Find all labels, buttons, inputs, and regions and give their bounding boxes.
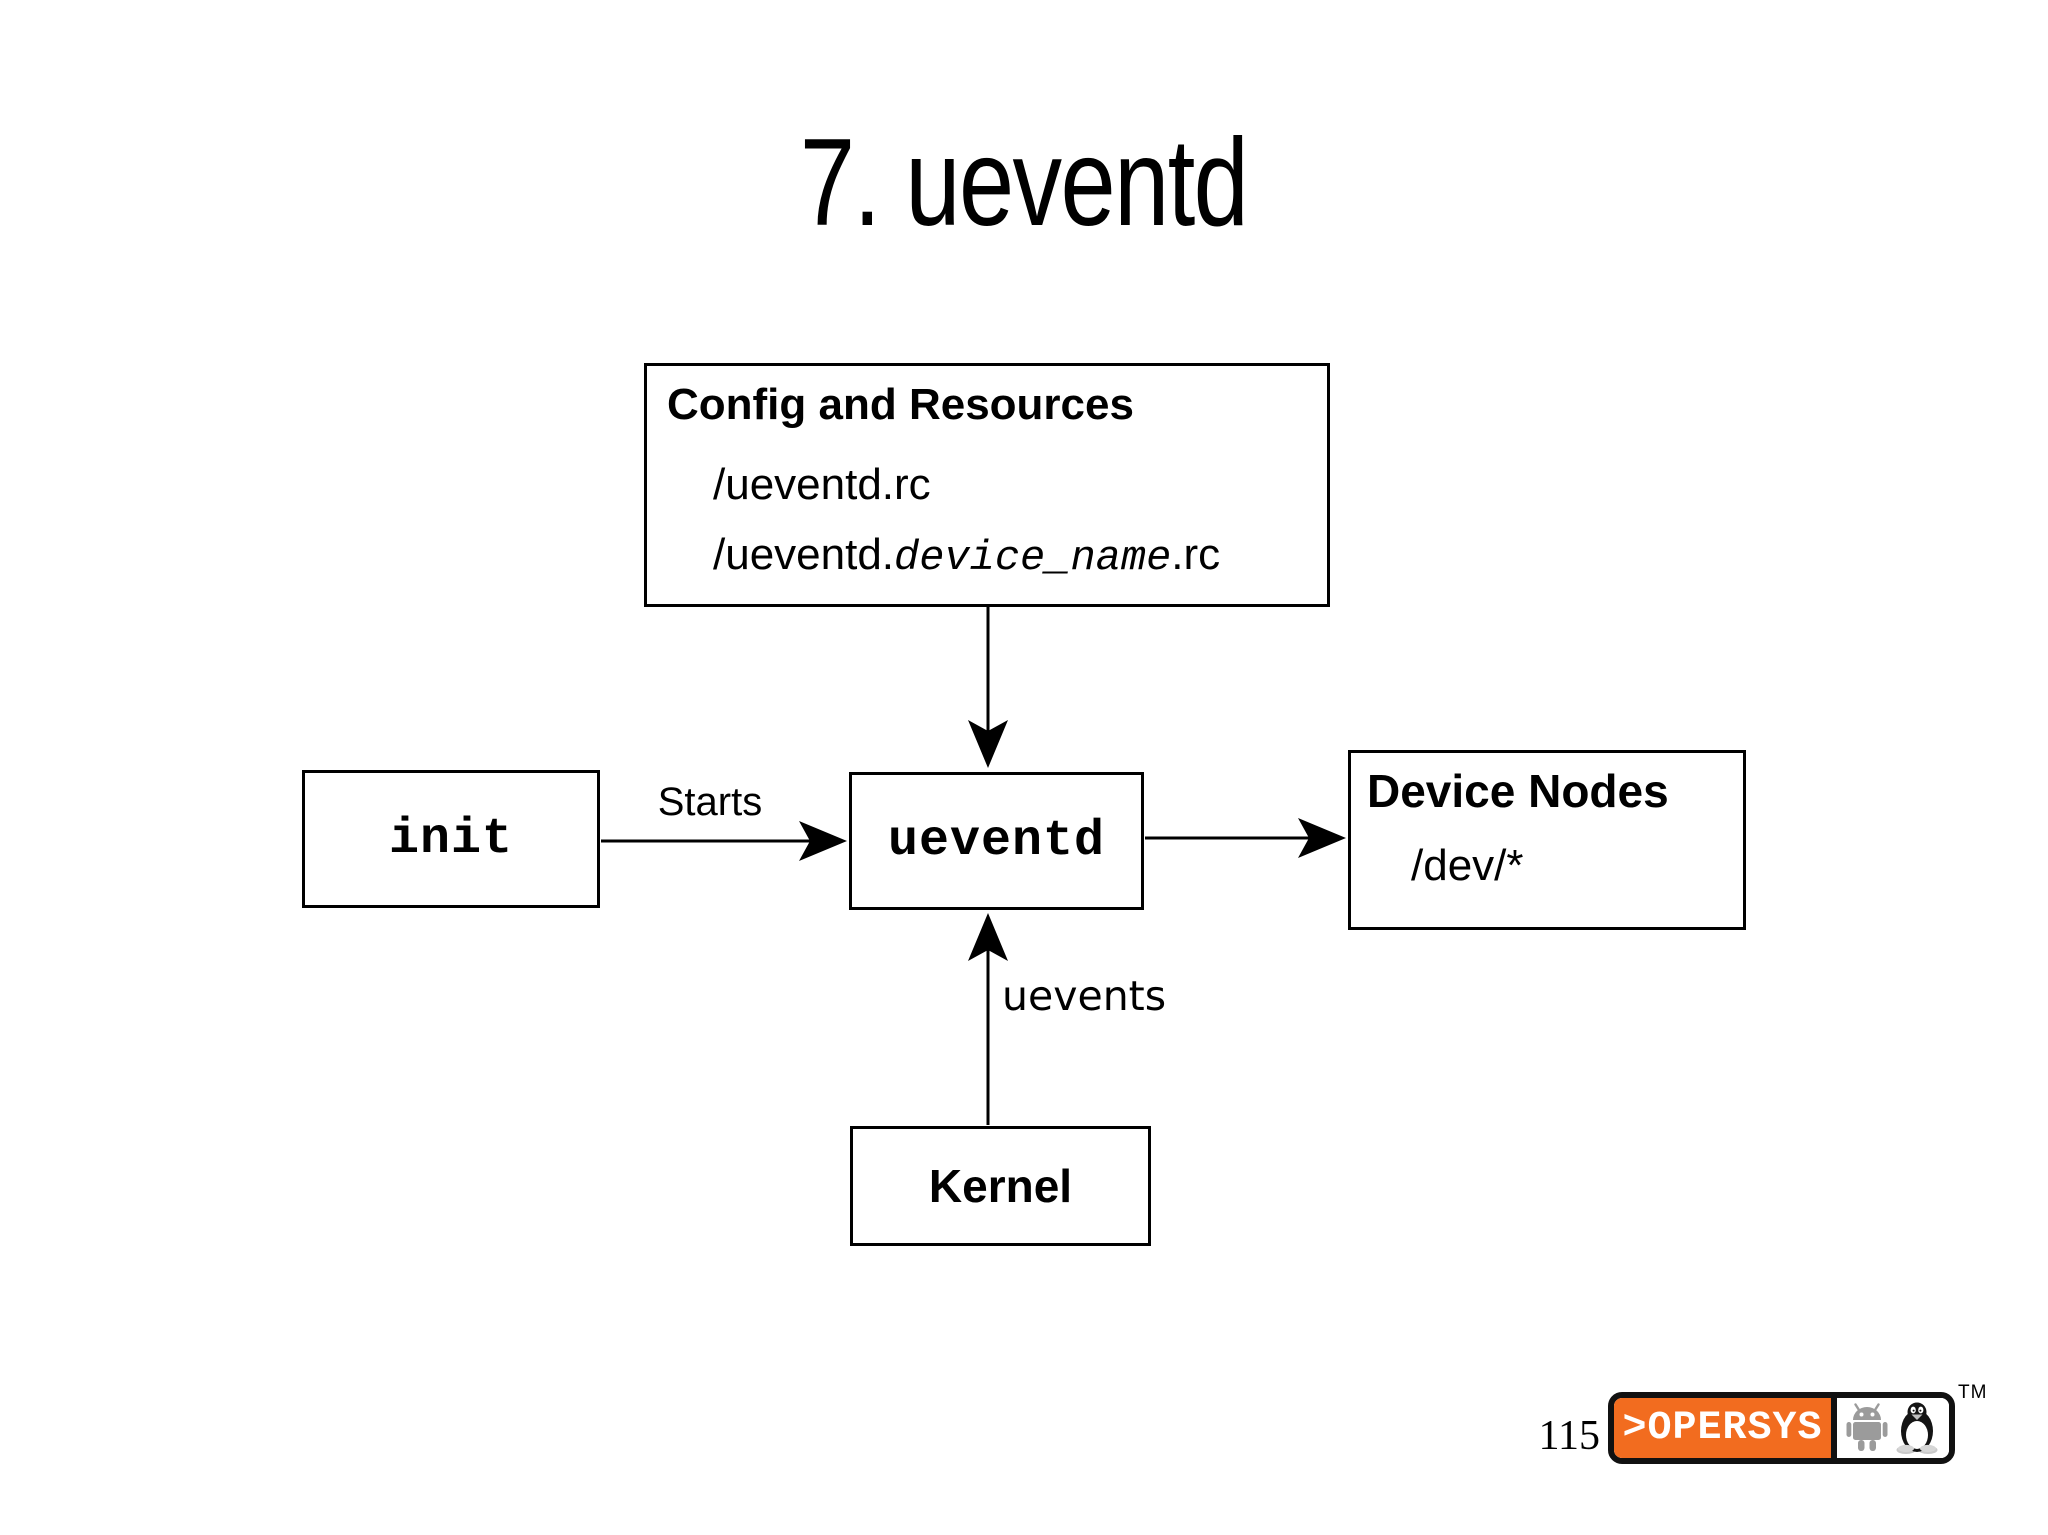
config-resources-heading: Config and Resources	[667, 380, 1134, 429]
tux-icon	[1896, 1402, 1938, 1454]
page-number: 115	[1538, 1413, 1600, 1459]
path-suffix: .rc	[1171, 529, 1221, 579]
dev-path: /dev/*	[1411, 840, 1524, 890]
path-prefix: /ueventd.	[713, 529, 895, 579]
ueventd-label: ueventd	[887, 812, 1106, 870]
opersys-logo-icons-panel	[1837, 1398, 1949, 1458]
page-title: 7. ueventd	[0, 112, 2048, 254]
opersys-logo: >OPERSYS	[1608, 1392, 1955, 1464]
ueventd-rc-path: /ueventd.rc	[713, 459, 931, 509]
uevents-arrow-label: uevents	[1002, 972, 1167, 1020]
kernel-label: Kernel	[928, 1160, 1073, 1212]
device-nodes-heading: Device Nodes	[1367, 765, 1669, 817]
init-box: init	[302, 770, 600, 908]
android-icon	[1846, 1403, 1888, 1451]
trademark-label: TM	[1958, 1382, 1988, 1403]
device-nodes-box: Device Nodes /dev/*	[1348, 750, 1746, 930]
config-resources-box: Config and Resources /ueventd.rc /uevent…	[644, 363, 1330, 607]
path-device-name-var: device_name	[894, 533, 1172, 582]
ueventd-device-rc-path: /ueventd.device_name.rc	[713, 529, 1327, 582]
kernel-box: Kernel	[850, 1126, 1151, 1246]
init-label: init	[388, 810, 514, 868]
opersys-logo-brand-panel: >OPERSYS	[1614, 1398, 1837, 1458]
ueventd-box: ueventd	[849, 772, 1144, 910]
starts-arrow-label: Starts	[657, 780, 763, 824]
page-title-text: 7. ueventd	[800, 114, 1249, 252]
opersys-brand-text: >OPERSYS	[1622, 1405, 1823, 1451]
